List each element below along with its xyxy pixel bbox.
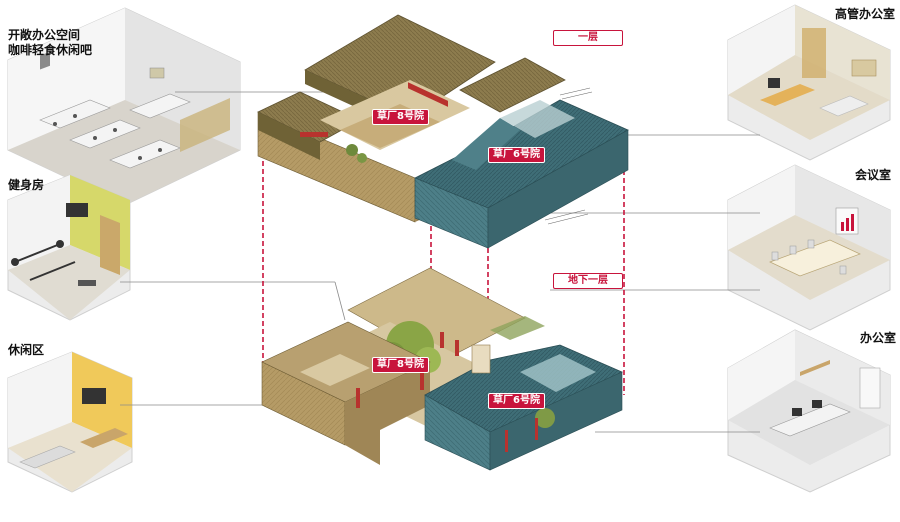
- lounge-illustration: [7, 351, 133, 493]
- exec-office-illustration: [727, 4, 891, 161]
- basement-model: [261, 267, 623, 471]
- gym-illustration: [7, 174, 131, 321]
- courtyard-no6-basement-tag: 草厂6号院: [488, 393, 545, 409]
- courtyard-no6-ground-tag: 草厂6号院: [488, 147, 545, 163]
- leader-lines: [120, 91, 760, 433]
- exec-office-label: 高管办公室: [835, 7, 896, 21]
- courtyard-no8-ground-tag: 草厂8号院: [372, 109, 429, 125]
- meeting-room-illustration: [727, 164, 891, 331]
- basement-floor-tag: 地下一层: [553, 273, 623, 289]
- meeting-room-label: 会议室: [855, 168, 892, 182]
- open-office-illustration: [7, 7, 241, 206]
- courtyard-no8-basement-tag: 草厂8号院: [372, 357, 429, 373]
- gym-label: 健身房: [8, 178, 45, 192]
- ground-floor-tag: 一层: [553, 30, 623, 46]
- office-illustration: [727, 329, 891, 493]
- lounge-label: 休闲区: [8, 343, 45, 357]
- office-label: 办公室: [860, 331, 897, 345]
- ground-floor-model: [257, 14, 629, 249]
- open-office-label-line1: 开敞办公空间: [8, 28, 81, 42]
- open-office-label-line2: 咖啡轻食休闲吧: [8, 43, 93, 57]
